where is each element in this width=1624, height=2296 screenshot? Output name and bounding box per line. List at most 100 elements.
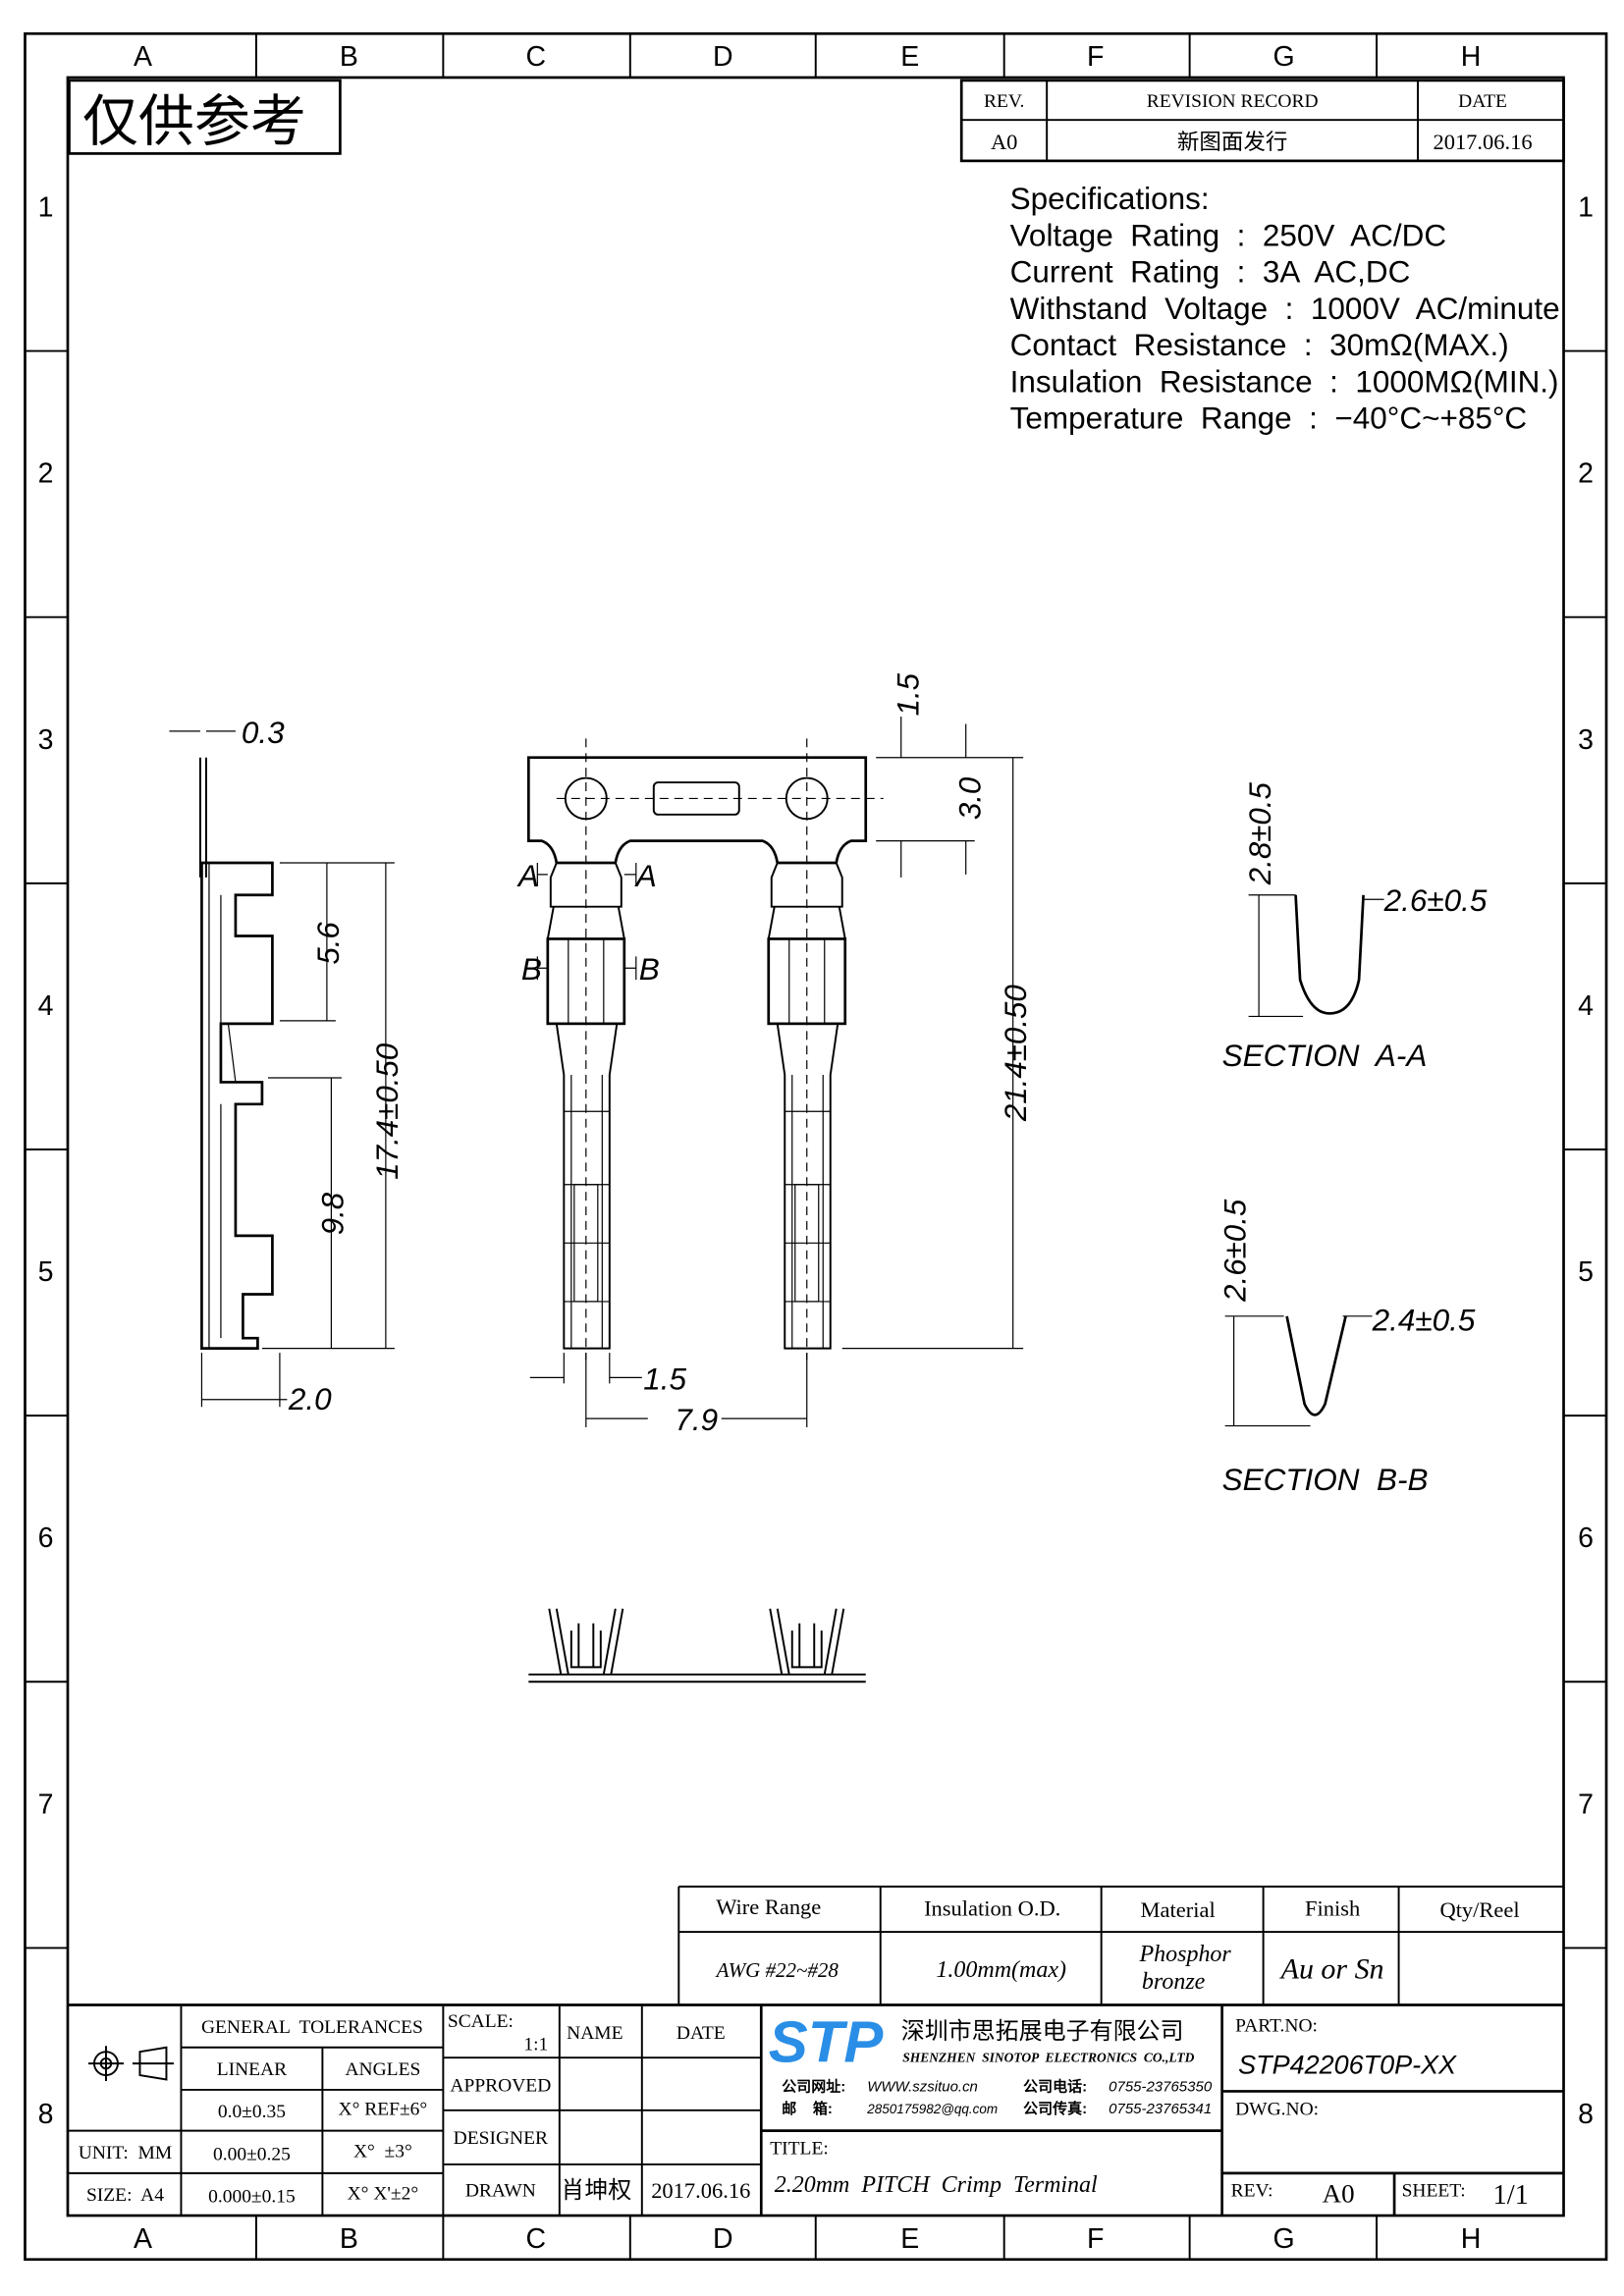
- date-header: DATE: [1458, 91, 1507, 112]
- title-label: TITLE:: [770, 2139, 829, 2160]
- rev-header: REV.: [984, 91, 1024, 112]
- col-label: F: [1087, 41, 1104, 73]
- col-label: H: [1461, 2223, 1482, 2255]
- email-label: 邮 箱:: [782, 2100, 833, 2117]
- company-logo: STP: [769, 2009, 884, 2075]
- col-label: C: [526, 2223, 547, 2255]
- section-mark-a-right: A: [634, 859, 657, 893]
- col-label: E: [900, 41, 919, 73]
- angles-header: ANGLES: [345, 2059, 420, 2080]
- unit-label: UNIT: MM: [79, 2143, 172, 2163]
- tolerance-angle: X° REF±6°: [339, 2099, 428, 2119]
- sheet-label: SHEET:: [1402, 2181, 1466, 2202]
- phone-value: 0755-23765350: [1109, 2078, 1213, 2095]
- designer-label: DESIGNER: [454, 2128, 548, 2149]
- row-label: 1: [1578, 192, 1594, 224]
- dim-9-8: 9.8: [315, 1192, 350, 1235]
- dim-5-6: 5.6: [311, 922, 346, 965]
- col-label: A: [134, 2223, 152, 2255]
- dim-1-5-top: 1.5: [892, 672, 926, 716]
- section-mark-b-left: B: [521, 952, 542, 987]
- col-label: E: [900, 2223, 919, 2255]
- section-b-b-label: SECTION B-B: [1222, 1463, 1429, 1497]
- finish-header: Finish: [1305, 1896, 1360, 1921]
- approved-label: APPROVED: [450, 2075, 551, 2096]
- title-block: GENERAL TOLERANCES LINEAR ANGLES 0.0±0.3…: [67, 2003, 1564, 2216]
- wire-spec-table: Wire Range Insulation O.D. Material Fini…: [677, 1885, 1564, 2005]
- col-label: D: [713, 2223, 733, 2255]
- dim-2-8: 2.8±0.5: [1243, 782, 1277, 886]
- col-label: B: [340, 41, 358, 73]
- dim-2-6: 2.6±0.5: [1383, 883, 1488, 918]
- reference-only-stamp: 仅供参考: [68, 79, 342, 155]
- row-label: 2: [38, 458, 54, 490]
- dwg-no-label: DWG.NO:: [1235, 2099, 1319, 2119]
- row-label: 4: [1578, 990, 1594, 1022]
- section-b-b: 2.6±0.5 2.4±0.5 SECTION B-B: [1218, 1199, 1476, 1497]
- column-labels-top: A B C D E F G H: [134, 41, 1481, 73]
- row-label: 3: [1578, 724, 1594, 756]
- revision-table: REV. REVISION RECORD DATE A0 新图面发行 2017.…: [959, 79, 1565, 163]
- phone-label: 公司电话:: [1023, 2077, 1087, 2095]
- section-mark-a-left: A: [516, 859, 539, 893]
- part-no-label: PART.NO:: [1235, 2015, 1318, 2036]
- size-label: SIZE: A4: [86, 2185, 164, 2206]
- insulation-od-header: Insulation O.D.: [924, 1896, 1060, 1921]
- qty-reel-header: Qty/Reel: [1439, 1897, 1519, 1922]
- general-tolerances-title: GENERAL TOLERANCES: [201, 2017, 423, 2038]
- dim-2-6-bb: 2.6±0.5: [1218, 1199, 1253, 1303]
- dim-2-0: 2.0: [288, 1382, 332, 1416]
- tolerance-angle: X° X'±2°: [348, 2184, 419, 2205]
- drawing-title: 2.20mm PITCH Crimp Terminal: [775, 2172, 1098, 2198]
- fax-value: 0755-23765341: [1109, 2101, 1212, 2117]
- row-label: 1: [38, 192, 54, 224]
- scale-value: 1:1: [523, 2035, 548, 2056]
- rev-label: REV:: [1231, 2181, 1273, 2202]
- spec-line: Current Rating : 3A AC,DC: [1010, 255, 1411, 290]
- dim-3-0: 3.0: [953, 776, 988, 820]
- revision-description: 新图面发行: [1177, 130, 1287, 154]
- terminal-left: [546, 862, 626, 1350]
- col-label: A: [134, 41, 152, 73]
- projection-symbol-icon: [87, 2046, 174, 2081]
- section-a-a-label: SECTION A-A: [1222, 1039, 1428, 1073]
- drawn-name: 肖坤权: [561, 2177, 631, 2204]
- row-label: 7: [38, 1789, 54, 1820]
- col-label: F: [1087, 2223, 1104, 2255]
- tolerance-linear: 0.0±0.35: [218, 2102, 286, 2122]
- material-value-2: bronze: [1142, 1969, 1206, 1995]
- rev-value: A0: [1323, 2179, 1355, 2209]
- row-labels-right: 1 2 3 4 5 6 7 8: [1578, 192, 1594, 2131]
- col-label: G: [1273, 41, 1295, 73]
- row-label: 6: [38, 1522, 54, 1554]
- row-label: 2: [1578, 458, 1594, 490]
- rev-value: A0: [991, 130, 1017, 154]
- web-label: 公司网址:: [782, 2077, 845, 2095]
- col-label: G: [1273, 2223, 1295, 2255]
- fax-label: 公司传真:: [1023, 2100, 1087, 2117]
- finish-value: Au or Sn: [1279, 1953, 1384, 1986]
- company-name-en: SHENZHEN SINOTOP ELECTRONICS CO.,LTD: [902, 2051, 1194, 2065]
- spec-line: Temperature Range : −40°C~+85°C: [1010, 401, 1527, 436]
- stamp-text: 仅供参考: [82, 91, 306, 153]
- row-label: 4: [38, 990, 54, 1022]
- scale-label: SCALE:: [448, 2011, 514, 2032]
- row-label: 6: [1578, 1522, 1594, 1554]
- material-value-1: Phosphor: [1138, 1942, 1231, 1967]
- specifications-title: Specifications:: [1010, 182, 1210, 216]
- wire-range-value: AWG #22~#28: [715, 1958, 839, 1982]
- sheet-value: 1/1: [1493, 2180, 1529, 2211]
- part-no-value: STP42206T0P-XX: [1238, 2051, 1457, 2080]
- row-label: 5: [1578, 1256, 1594, 1288]
- terminal-right: [767, 862, 847, 1350]
- revision-record-header: REVISION RECORD: [1147, 91, 1319, 112]
- insulation-od-value: 1.00mm(max): [936, 1957, 1066, 1983]
- row-label: 8: [38, 2099, 54, 2130]
- dim-7-9: 7.9: [675, 1403, 718, 1437]
- drawing-frame: [24, 31, 1608, 2262]
- col-label: D: [713, 41, 733, 73]
- row-label: 5: [38, 1256, 54, 1288]
- spec-line: Insulation Resistance : 1000MΩ(MIN.): [1010, 364, 1559, 399]
- company-name-cn: 深圳市思拓展电子有限公司: [901, 2018, 1184, 2045]
